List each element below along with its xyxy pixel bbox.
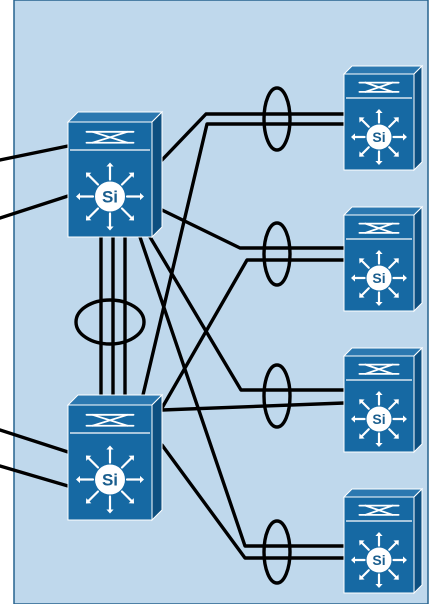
switch-side-face — [413, 487, 423, 595]
bundle-access-2-ellipse — [262, 221, 292, 287]
uplink-dist-2 — [0, 428, 70, 454]
si-label: Si — [372, 552, 385, 568]
link-dist-1-access-4 — [138, 235, 346, 548]
bundle-access-3-ellipse — [262, 363, 292, 429]
si-circle-icon — [366, 547, 392, 573]
si-label: Si — [102, 188, 118, 207]
links-layer — [0, 112, 346, 560]
switch-side-face — [413, 205, 423, 313]
bundle-markers-layer — [74, 86, 292, 585]
bundle-dist-interlink-ellipse — [74, 298, 146, 346]
si-circle-icon — [366, 265, 392, 291]
link-dist-1-access-2 — [160, 208, 346, 250]
access-switch-access-2: Si — [342, 205, 424, 313]
link-dist-1-access-1 — [160, 112, 346, 162]
switch-arrows-star-icon — [351, 250, 407, 306]
access-switch-access-1: Si — [342, 64, 424, 172]
uplink-dist-1-b — [0, 194, 70, 220]
link-dist-2-access-4 — [160, 443, 346, 560]
bundle-access-4-ellipse — [262, 519, 292, 585]
switch-arrows-star-icon — [351, 391, 407, 447]
switch-crossed-arrows-icon — [358, 222, 400, 234]
switch-side-face — [413, 64, 423, 172]
si-label: Si — [372, 270, 385, 286]
switch-crossed-arrows-icon — [85, 130, 135, 144]
switch-crossed-arrows-icon — [358, 81, 400, 93]
uplink-dist-2-b — [0, 464, 70, 488]
si-circle-icon — [95, 464, 125, 495]
switch-crossed-arrows-icon — [358, 504, 400, 516]
switch-side-face — [413, 346, 423, 454]
switch-arrows-star-icon — [351, 532, 407, 588]
bundle-access-1-ellipse — [262, 86, 292, 152]
switch-top-face — [342, 65, 424, 75]
link-dist-2-access-3 — [160, 401, 346, 412]
si-circle-icon — [366, 124, 392, 150]
switch-top-face — [66, 394, 164, 406]
switch-crossed-arrows-icon — [358, 363, 400, 375]
distribution-switch-dist-2: Si — [66, 393, 164, 522]
distribution-switch-dist-1: Si — [66, 110, 164, 239]
si-label: Si — [102, 471, 118, 490]
link-dist-1-access-3 — [148, 235, 346, 392]
switch-top-face — [342, 488, 424, 498]
si-circle-icon — [95, 181, 125, 212]
access-switch-access-3: Si — [342, 346, 424, 454]
switch-arrows-star-icon — [76, 445, 144, 514]
switch-top-face — [342, 347, 424, 357]
si-label: Si — [372, 129, 385, 145]
switch-crossed-arrows-icon — [85, 413, 135, 427]
switch-arrows-star-icon — [351, 109, 407, 165]
switch-top-face — [66, 111, 164, 123]
si-label: Si — [372, 411, 385, 427]
switch-top-face — [342, 206, 424, 216]
si-circle-icon — [366, 406, 392, 432]
access-switch-access-4: Si — [342, 487, 424, 595]
link-dist-2-access-2 — [160, 258, 346, 410]
switch-arrows-star-icon — [76, 162, 144, 231]
switch-side-face — [151, 393, 163, 522]
uplink-dist-1 — [0, 144, 70, 162]
switch-side-face — [151, 110, 163, 239]
